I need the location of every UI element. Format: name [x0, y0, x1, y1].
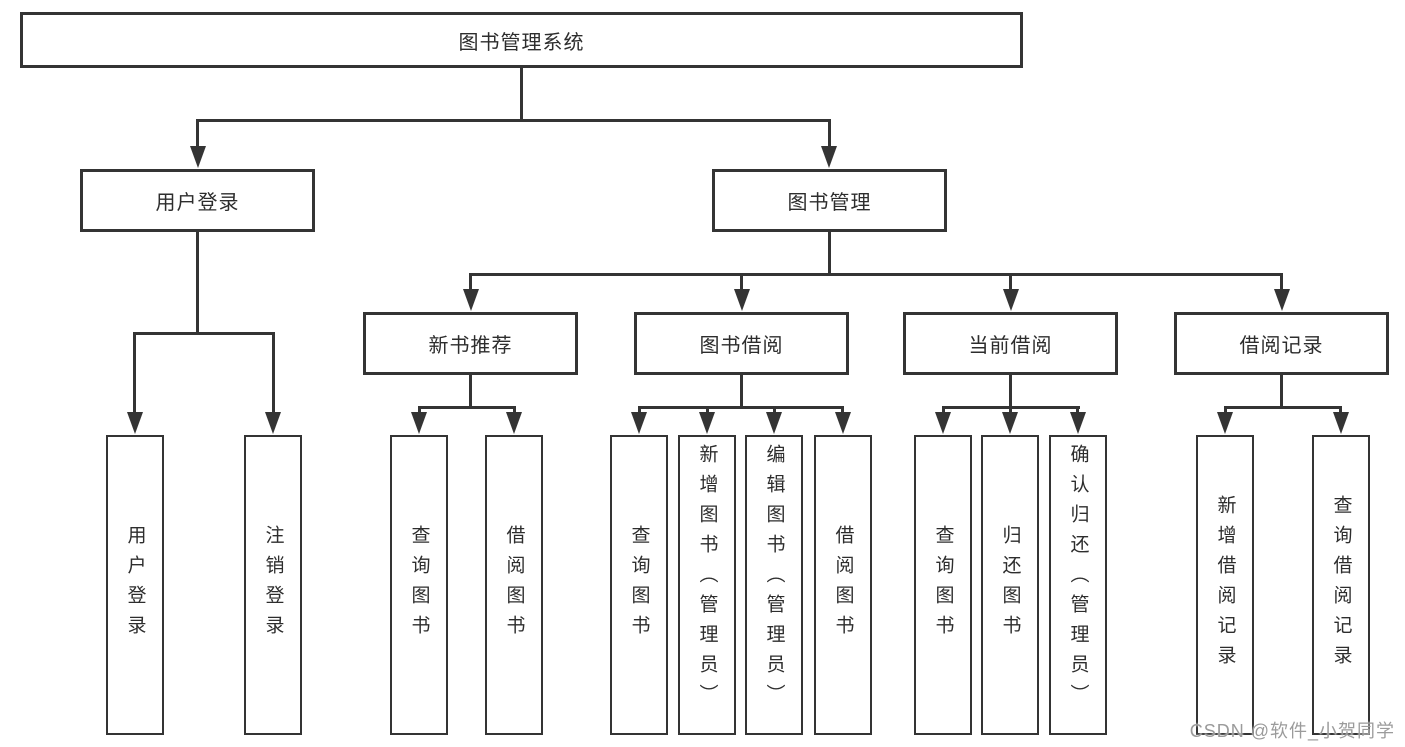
leaf-query-books-borrow: 查询图书: [610, 435, 668, 735]
arrow-down-icon: [127, 412, 143, 434]
connector-leg-new-book-recommend: [469, 273, 472, 292]
connector-leg-leaf: [513, 406, 516, 416]
leaf-label: 借阅图书: [832, 525, 854, 645]
connector-leg-leaf: [418, 406, 421, 416]
arrow-down-icon: [1274, 289, 1290, 311]
connector-borrow-records-rail: [1224, 406, 1341, 409]
leaf-add-books-admin: 新增图书（管理员）: [678, 435, 736, 735]
leaf-label: 注销登录: [262, 525, 284, 645]
node-root-label: 图书管理系统: [458, 31, 585, 54]
connector-current-borrow-stem: [1009, 375, 1012, 409]
connector-book-borrow-rail: [638, 406, 844, 409]
connector-leg-leaf: [841, 406, 844, 416]
arrow-down-icon: [821, 146, 837, 168]
arrow-down-icon: [835, 412, 851, 434]
connector-new-book-recommend-rail: [418, 406, 516, 409]
leaf-label: 查询图书: [932, 525, 954, 645]
connector-leg-leaf: [1076, 406, 1079, 416]
node-current-borrow-label: 当前借阅: [968, 335, 1053, 357]
arrow-down-icon: [699, 412, 715, 434]
node-current-borrow: 当前借阅: [903, 312, 1118, 375]
leaf-borrow-books: 借阅图书: [814, 435, 872, 735]
leaf-label: 新增借阅记录: [1214, 495, 1236, 675]
arrow-down-icon: [265, 412, 281, 434]
connector-leg-leaf: [1009, 406, 1012, 416]
leaf-label: 查询借阅记录: [1330, 495, 1352, 675]
node-user-login: 用户登录: [80, 169, 315, 232]
arrow-down-icon: [631, 412, 647, 434]
leaf-edit-books-admin: 编辑图书（管理员）: [745, 435, 803, 735]
connector-book-management-rail: [469, 273, 1283, 276]
connector-leg-book-management: [828, 119, 831, 152]
connector-leg-leaf: [706, 406, 709, 416]
connector-leg-leaf: [638, 406, 641, 416]
leaf-label: 新增图书（管理员）: [696, 444, 718, 714]
connector-borrow-records-stem: [1280, 375, 1283, 409]
connector-book-management-stem: [828, 232, 831, 276]
node-new-book-recommend-label: 新书推荐: [428, 335, 513, 357]
node-new-book-recommend: 新书推荐: [363, 312, 578, 375]
leaf-add-borrow-record: 新增借阅记录: [1196, 435, 1254, 735]
leaf-confirm-return-admin: 确认归还（管理员）: [1049, 435, 1107, 735]
leaf-label: 查询图书: [408, 525, 430, 645]
node-book-management: 图书管理: [712, 169, 947, 232]
leaf-user-login: 用户登录: [106, 435, 164, 735]
leaf-return-books: 归还图书: [981, 435, 1039, 735]
leaf-query-borrow-record: 查询借阅记录: [1312, 435, 1370, 735]
connector-leg-leaf: [773, 406, 776, 416]
leaf-label: 借阅图书: [503, 525, 525, 645]
arrow-down-icon: [935, 412, 951, 434]
connector-root-rail: [196, 119, 831, 122]
connector-leg-user-login: [196, 119, 199, 152]
csdn-watermark: CSDN @软件_小贺同学: [1189, 721, 1395, 741]
connector-leg-book-borrow: [740, 273, 743, 292]
arrow-down-icon: [1002, 412, 1018, 434]
arrow-down-icon: [190, 146, 206, 168]
arrow-down-icon: [1333, 412, 1349, 434]
arrow-down-icon: [734, 289, 750, 311]
arrow-down-icon: [1003, 289, 1019, 311]
leaf-query-books-recommend: 查询图书: [390, 435, 448, 735]
connector-user-login-rail: [133, 332, 275, 335]
connector-leg-leaf: [1339, 406, 1342, 416]
leaf-label: 确认归还（管理员）: [1067, 444, 1089, 714]
node-borrow-records: 借阅记录: [1174, 312, 1389, 375]
connector-leg-leaf: [1224, 406, 1227, 416]
arrow-down-icon: [463, 289, 479, 311]
arrow-down-icon: [766, 412, 782, 434]
connector-root-stem: [520, 68, 523, 122]
connector-leg-leaf: [133, 332, 136, 416]
leaf-label: 归还图书: [999, 525, 1021, 645]
connector-user-login-stem: [196, 232, 199, 335]
node-user-login-label: 用户登录: [155, 192, 240, 214]
arrow-down-icon: [1217, 412, 1233, 434]
leaf-query-books-current: 查询图书: [914, 435, 972, 735]
leaf-label: 查询图书: [628, 525, 650, 645]
connector-leg-leaf: [942, 406, 945, 416]
connector-leg-borrow-records: [1280, 273, 1283, 292]
connector-leg-leaf: [272, 332, 275, 416]
node-root: 图书管理系统: [20, 12, 1023, 68]
leaf-logout: 注销登录: [244, 435, 302, 735]
node-borrow-records-label: 借阅记录: [1239, 335, 1324, 357]
leaf-borrow-books-recommend: 借阅图书: [485, 435, 543, 735]
connector-book-borrow-stem: [740, 375, 743, 409]
connector-leg-current-borrow: [1009, 273, 1012, 292]
node-book-borrow-label: 图书借阅: [699, 335, 784, 357]
connector-new-book-recommend-stem: [469, 375, 472, 409]
arrow-down-icon: [506, 412, 522, 434]
leaf-label: 用户登录: [124, 525, 146, 645]
node-book-management-label: 图书管理: [787, 192, 872, 214]
arrow-down-icon: [1070, 412, 1086, 434]
arrow-down-icon: [411, 412, 427, 434]
leaf-label: 编辑图书（管理员）: [763, 444, 785, 714]
node-book-borrow: 图书借阅: [634, 312, 849, 375]
